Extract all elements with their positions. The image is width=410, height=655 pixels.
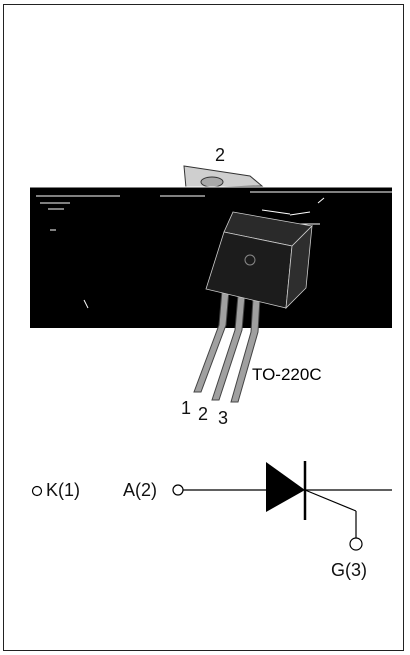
cathode-terminal-icon (31, 485, 43, 497)
gate-label: G(3) (331, 560, 367, 580)
cathode-label: K(1) (46, 480, 81, 500)
thyristor-symbol-icon (266, 461, 307, 520)
black-band (30, 186, 392, 328)
anode-label: A(2) (123, 480, 158, 500)
schematic-wiring (31, 484, 392, 551)
pin-label-1: 1 (181, 398, 192, 418)
pin-label-2: 2 (198, 404, 209, 424)
tab-pin-label: 2 (215, 145, 226, 165)
pin-label-3: 3 (218, 408, 229, 428)
package-body (205, 211, 313, 310)
package-name-label: TO-220C (252, 365, 322, 384)
package-tab (183, 165, 264, 189)
gate-terminal-icon (349, 537, 363, 551)
anode-terminal-icon (172, 484, 184, 496)
